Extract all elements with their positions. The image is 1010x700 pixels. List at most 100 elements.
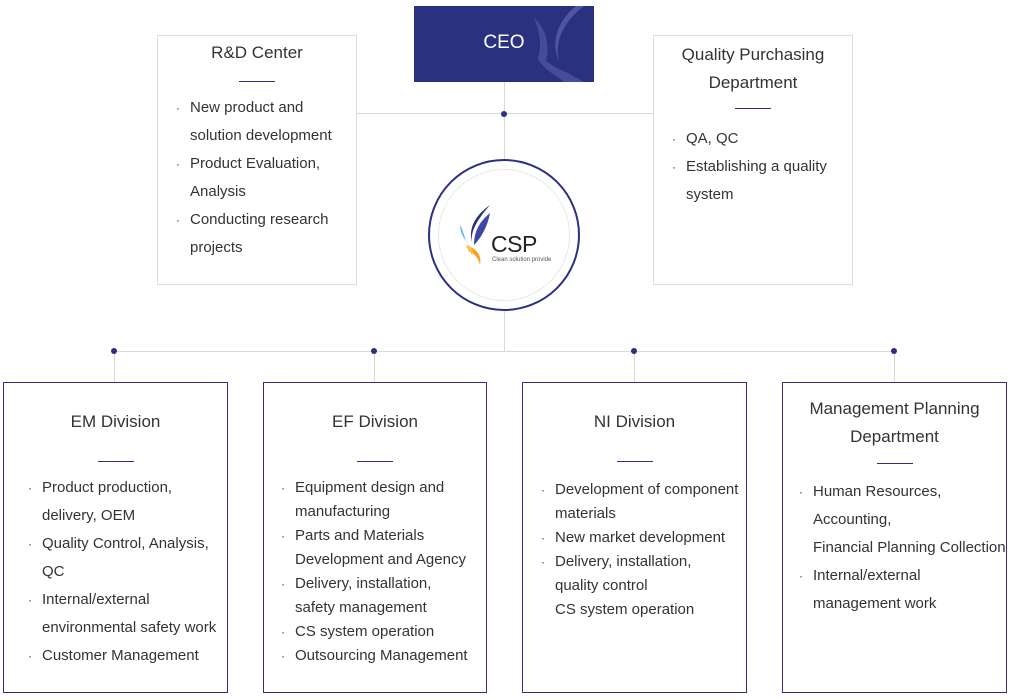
bullet-icon: ·	[281, 649, 285, 663]
list-item: · New product and	[176, 94, 356, 122]
list-item: ·Delivery, installation,	[281, 572, 486, 596]
quality-items: · QA, QC · Establishing a quality system	[672, 125, 852, 209]
list-item: ·Customer Management	[28, 642, 227, 670]
bullet-icon: ·	[281, 577, 285, 591]
bullet-icon: ·	[799, 569, 803, 583]
list-item: · Internal/external	[28, 586, 227, 614]
quality-box: Quality Purchasing Department · QA, QC · Es…	[653, 35, 853, 285]
list-item-continuation: Development and Agency	[295, 548, 486, 572]
list-item: · QA, QC	[672, 125, 852, 153]
list-item-continuation: QC	[42, 558, 227, 586]
list-item-continuation: delivery, OEM	[42, 502, 227, 530]
connector-node-top	[501, 111, 507, 117]
title-underline	[239, 81, 275, 82]
list-item-text: Internal/external	[813, 567, 921, 584]
ef-division-title: EF Division	[332, 412, 418, 431]
rd-center-box: R&D Center · New product and solution deve…	[157, 35, 357, 285]
list-item-text: solution development	[190, 127, 332, 144]
rd-center-items: · New product and solution development ·Pro…	[176, 94, 356, 262]
logo-dotted-ring	[438, 169, 570, 301]
bullet-icon: ·	[672, 132, 676, 146]
list-item-continuation: manufacturing	[295, 500, 486, 524]
list-item: ·Human Resources,	[799, 478, 1006, 506]
list-item-text: system	[686, 186, 734, 203]
list-item: · Establishing a quality	[672, 153, 852, 181]
connector-ceo-vertical	[504, 82, 505, 160]
list-item-text: Internal/external	[42, 591, 150, 608]
title-underline	[357, 461, 393, 462]
list-item-continuation: projects	[190, 234, 356, 262]
list-item-text: environmental safety work	[42, 619, 217, 636]
quality-title: Quality Purchasing Department	[654, 41, 852, 97]
list-item-text: Equipment design and	[295, 479, 445, 496]
connector-drop-em	[114, 351, 115, 382]
list-item-continuation: Financial Planning Collection	[813, 534, 1006, 562]
list-item-text: Development and Agency	[295, 551, 466, 568]
bullet-icon: ·	[28, 481, 32, 495]
bullet-icon: ·	[28, 537, 32, 551]
list-item-continuation: management work	[813, 590, 1006, 618]
list-item-continuation: quality control	[555, 574, 746, 598]
connector-node-mp	[891, 348, 897, 354]
list-item-text: delivery, OEM	[42, 507, 136, 524]
bullet-icon: ·	[28, 593, 32, 607]
list-item-text: New product and	[190, 99, 304, 116]
rd-center-title: R&D Center	[211, 43, 303, 62]
management-planning-title-line: Department	[850, 427, 939, 446]
list-item-continuation: CS system operation	[555, 598, 746, 622]
bullet-icon: ·	[672, 160, 676, 174]
management-planning-items: ·Human Resources,Accounting,Financial Pl…	[799, 478, 1006, 618]
list-item-continuation: Analysis	[190, 178, 356, 206]
title-underline	[735, 108, 771, 109]
company-logo: CSP Clean solution provide	[428, 159, 580, 311]
csp-flame-icon	[460, 205, 490, 265]
list-item-text: Conducting research	[190, 211, 329, 228]
list-item-continuation: system	[686, 181, 852, 209]
list-item-text: Product production,	[42, 479, 173, 496]
list-item-text: Analysis	[190, 183, 246, 200]
list-item-text: Development of component	[555, 481, 739, 498]
connector-node-em	[111, 348, 117, 354]
list-item-continuation: safety management	[295, 596, 486, 620]
list-item-text: management work	[813, 595, 937, 612]
connector-node-ef	[371, 348, 377, 354]
em-division-box: EM Division ·Product production,delivery…	[3, 382, 228, 693]
list-item: ·Parts and Materials	[281, 524, 486, 548]
connector-drop-mp	[894, 351, 895, 382]
list-item-text: Parts and Materials	[295, 527, 425, 544]
list-item-continuation: Accounting,	[813, 506, 1006, 534]
bullet-icon: ·	[281, 481, 285, 495]
quality-title-line: Quality Purchasing	[681, 45, 825, 64]
list-item: · Equipment design and	[281, 476, 486, 500]
list-item: · Quality Control, Analysis,	[28, 530, 227, 558]
list-item-text: Establishing a quality	[686, 158, 827, 175]
bullet-icon: ·	[28, 649, 32, 663]
list-item-text: Quality Control, Analysis,	[42, 535, 209, 552]
brand-swoosh-icon	[534, 6, 584, 82]
title-underline	[876, 463, 913, 464]
list-item-continuation: solution development	[190, 122, 356, 150]
ceo-label: CEO	[483, 32, 525, 53]
connector-drop-ef	[374, 351, 375, 382]
bullet-icon: ·	[176, 101, 180, 115]
list-item-text: Human Resources,	[813, 483, 942, 500]
bullet-icon: ·	[176, 157, 180, 171]
list-item-text: safety management	[295, 599, 427, 616]
list-item-text: QC	[42, 563, 65, 580]
list-item-text: QA, QC	[686, 130, 739, 147]
em-division-items: · Product production, delivery, OEM · Qualit…	[28, 474, 227, 670]
logo-name: CSP	[491, 231, 537, 257]
list-item-continuation: materials	[555, 502, 746, 526]
list-item: · Internal/external	[799, 562, 1006, 590]
list-item-text: New market development	[555, 529, 726, 546]
list-item: ·CS system operation	[281, 620, 486, 644]
list-item: · Conducting research	[176, 206, 356, 234]
quality-title-line: Department	[708, 73, 798, 92]
bullet-icon: ·	[176, 213, 180, 227]
list-item: ·Delivery, installation,	[541, 550, 746, 574]
list-item-text: projects	[190, 239, 243, 256]
list-item: ·Product Evaluation,	[176, 150, 356, 178]
